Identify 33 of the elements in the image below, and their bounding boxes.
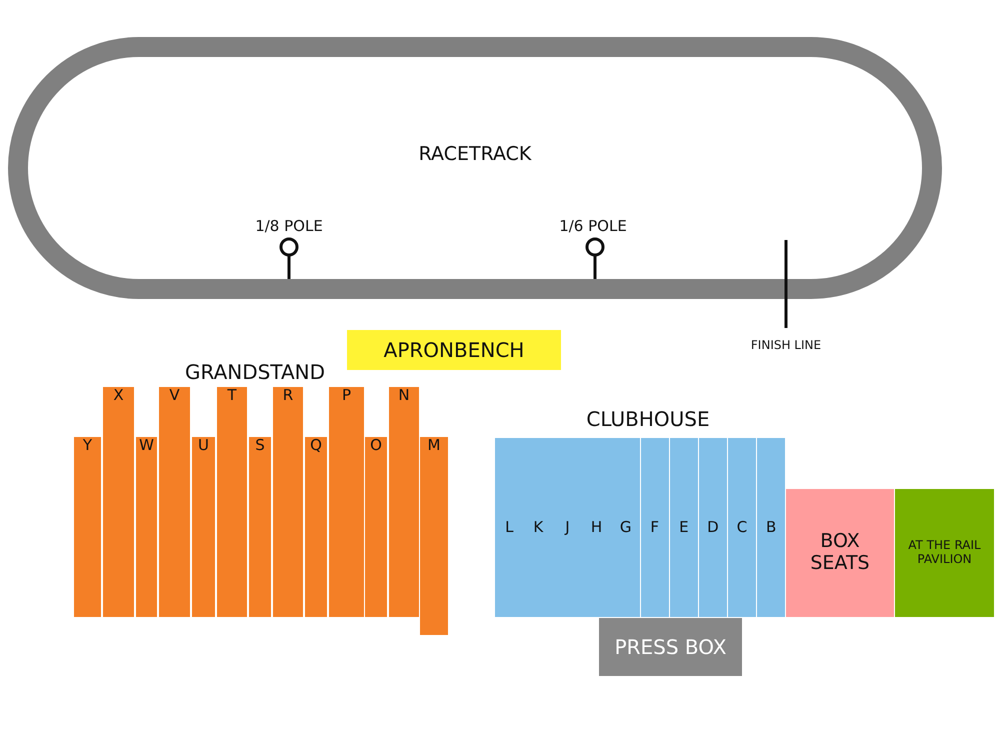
seating-section: U xyxy=(192,437,215,617)
seating-section: C xyxy=(728,438,756,617)
seating-section: N xyxy=(389,387,419,617)
box-seats-section: BOX SEATS xyxy=(786,489,894,617)
seating-section: S xyxy=(249,437,271,617)
apron-bench-section: APRONBENCH xyxy=(347,330,561,370)
seating-section: X xyxy=(103,387,134,617)
racetrack-label: RACETRACK xyxy=(418,144,532,166)
seating-section: V xyxy=(159,387,190,617)
pole-label: 1/8 POLE xyxy=(255,217,323,235)
seating-section: F xyxy=(640,438,669,617)
seating-section: G xyxy=(611,438,640,617)
grandstand-heading: GRANDSTAND xyxy=(184,360,326,384)
seating-section: J xyxy=(553,438,582,617)
seating-section: P xyxy=(329,387,364,617)
pavilion-section: AT THE RAIL PAVILION xyxy=(895,489,994,617)
seating-section: W xyxy=(136,437,157,617)
seating-section: D xyxy=(698,438,728,617)
seating-section: R xyxy=(273,387,303,617)
seating-section: Q xyxy=(305,437,327,617)
seating-section: O xyxy=(365,437,387,617)
clubhouse-heading: CLUBHOUSE xyxy=(586,407,710,431)
seating-section: K xyxy=(524,438,553,617)
seating-section: L xyxy=(495,438,524,617)
press-box: PRESS BOX xyxy=(599,618,742,676)
finish-line-label: FINISH LINE xyxy=(750,338,822,352)
seating-section: E xyxy=(670,438,698,617)
seating-section: B xyxy=(756,438,786,617)
seating-section: T xyxy=(217,387,247,617)
pole-label: 1/6 POLE xyxy=(559,217,627,235)
seating-section: Y xyxy=(74,437,101,617)
seating-section: H xyxy=(582,438,611,617)
seating-section: M xyxy=(420,437,448,635)
